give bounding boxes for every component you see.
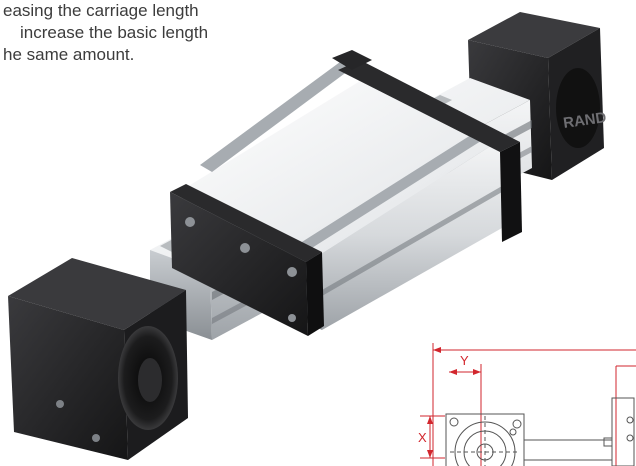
block-screw-1 <box>56 400 64 408</box>
screw-3 <box>287 267 297 277</box>
caption-text: easing the carriage length increase the … <box>0 0 270 66</box>
caption-line-3: he same amount. <box>3 45 135 64</box>
far-end-block: RAND <box>468 12 608 180</box>
brand-mark: RAND <box>562 109 607 132</box>
dimension-drawing <box>420 343 636 466</box>
near-end-block <box>8 258 188 460</box>
block-screw-2 <box>92 434 100 442</box>
dimension-label-y: Y <box>460 353 469 368</box>
caption-line-1: easing the carriage length <box>3 1 199 20</box>
motor-flange <box>556 68 600 148</box>
carriage <box>170 50 522 336</box>
dimension-label-x: X <box>418 430 427 445</box>
screw-1 <box>185 217 195 227</box>
screw-2 <box>240 243 250 253</box>
caption-line-2: increase the basic length <box>20 23 209 42</box>
drawing-outline <box>445 397 635 466</box>
screw-4 <box>288 314 296 322</box>
